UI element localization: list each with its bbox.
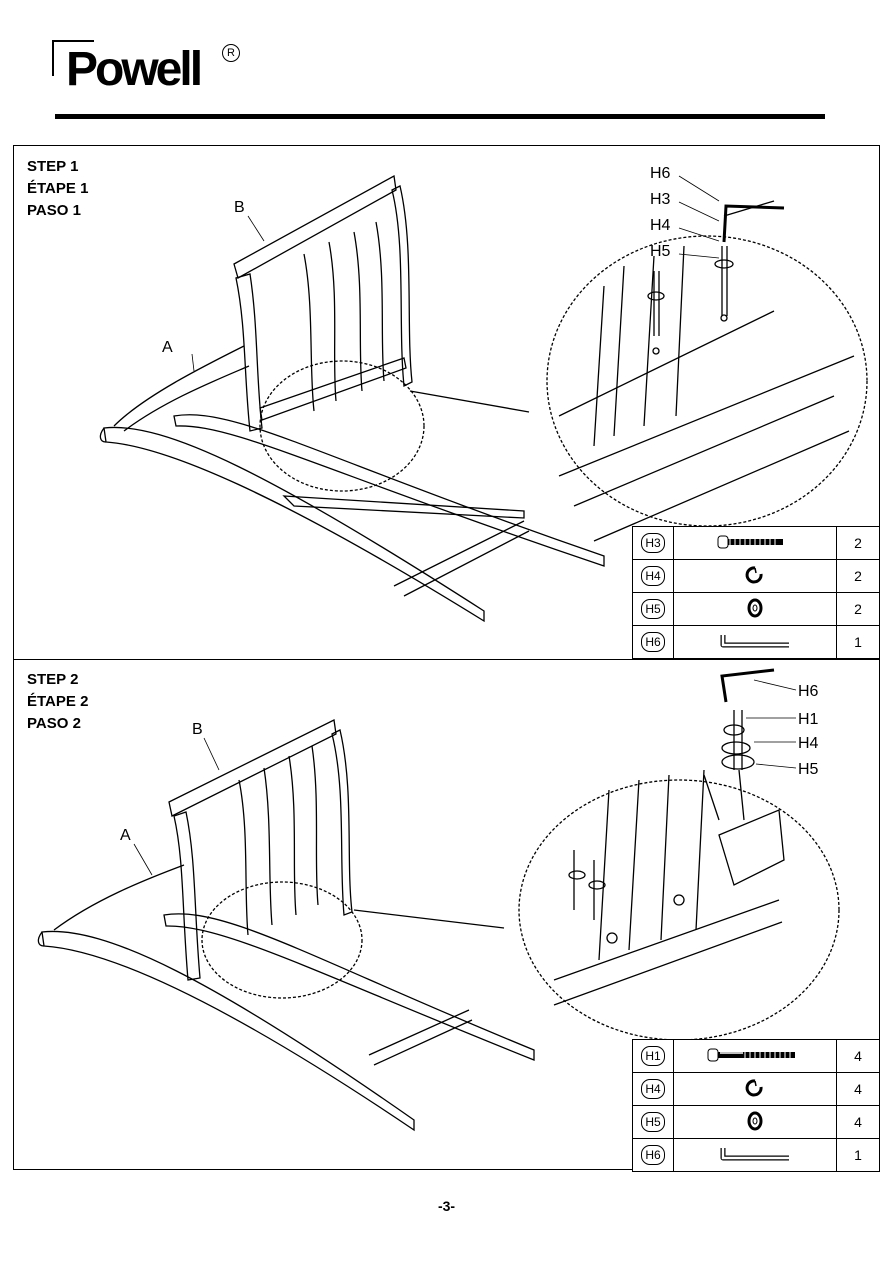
step2-label-b: B: [192, 721, 203, 738]
step2-part-row: H6 1: [632, 1138, 880, 1172]
part-code: H4: [641, 1079, 665, 1099]
step2-backrest-top: [168, 719, 337, 817]
step1-label-a: A: [162, 339, 173, 356]
registered-mark: R: [222, 44, 240, 62]
part-qty: 4: [836, 1072, 880, 1106]
step2-side-rail: [41, 930, 415, 1132]
logo-text: Powell: [66, 43, 203, 96]
long-bolt-icon: [673, 1039, 837, 1073]
step1-label-h5: H5: [650, 243, 671, 260]
step2-detail-view: [518, 779, 840, 1041]
step-divider: [13, 659, 880, 660]
part-qty: 1: [836, 1138, 880, 1172]
step1-label-h6: H6: [650, 165, 671, 182]
step1-assembly-drawing: B A H6 H3 H4 H5: [99, 165, 868, 623]
step2-label-h5: H5: [798, 761, 819, 778]
part-code: H6: [641, 632, 665, 652]
allen-key-icon: [673, 625, 837, 659]
step2-title: STEP 2 ÉTAPE 2 PASO 2: [27, 669, 88, 735]
step2-rear-rail: [163, 913, 535, 1061]
logo-box-shape: [52, 40, 94, 76]
lock-washer-icon: [673, 559, 837, 593]
bolt-icon: [673, 526, 837, 560]
brand-logo: Powell R: [52, 40, 242, 100]
part-code: H3: [641, 533, 665, 553]
part-code: H6: [641, 1145, 665, 1165]
step1-title-fr: ÉTAPE 1: [27, 180, 89, 197]
step1-detail-view: [546, 235, 868, 527]
part-code: H4: [641, 566, 665, 586]
part-code: H5: [641, 599, 665, 619]
step1-rear-rail: [173, 414, 605, 567]
flat-washer-icon: [673, 1105, 837, 1139]
step1-title: STEP 1 ÉTAPE 1 PASO 1: [27, 156, 88, 222]
part-qty: 1: [836, 625, 880, 659]
step1-parts-table: H3 2 H4 2 H5 2 H6 1: [632, 526, 880, 659]
step1-title-es: PASO 1: [27, 202, 81, 219]
part-qty: 4: [836, 1039, 880, 1073]
step2-back-post-right: [331, 729, 353, 916]
part-code: H5: [641, 1112, 665, 1132]
step1-back-post-left: [235, 273, 263, 432]
step2-parts-table: H1 4 H4 4 H5 4 H6 1: [632, 1039, 880, 1172]
step2-back-post-left: [173, 811, 201, 981]
step2-title-es: PASO 2: [27, 715, 81, 732]
step2-label-h6: H6: [798, 683, 819, 700]
step2-label-h4: H4: [798, 735, 819, 752]
step2-label-h1: H1: [798, 711, 819, 728]
step1-backrest-top: [233, 174, 397, 279]
step1-side-rail: [103, 426, 485, 623]
step1-back-rail: [259, 357, 407, 421]
lock-washer-icon: [673, 1072, 837, 1106]
page-number: -3-: [437, 1198, 456, 1214]
step1-label-h4: H4: [650, 217, 671, 234]
step1-stretcher-1: [282, 495, 525, 519]
step1-part-row: H4 2: [632, 559, 880, 593]
part-qty: 2: [836, 592, 880, 626]
step1-label-h3: H3: [650, 191, 671, 208]
step2-part-row: H1 4: [632, 1039, 880, 1073]
step2-corner-bracket: [718, 809, 785, 886]
step2-part-row: H4 4: [632, 1072, 880, 1106]
step1-part-row: H5 2: [632, 592, 880, 626]
step1-label-b: B: [234, 199, 245, 216]
header-rule: [55, 114, 825, 119]
step2-title-fr: ÉTAPE 2: [27, 693, 89, 710]
allen-key-icon: [673, 1138, 837, 1172]
part-qty: 4: [836, 1105, 880, 1139]
step2-assembly-drawing: B A H6 H1 H4 H5: [37, 668, 840, 1132]
step1-part-row: H3 2: [632, 526, 880, 560]
part-qty: 2: [836, 526, 880, 560]
step2-title-en: STEP 2: [27, 671, 79, 688]
flat-washer-icon: [673, 592, 837, 626]
step1-back-post-right: [391, 185, 413, 388]
step2-part-row: H5 4: [632, 1105, 880, 1139]
part-qty: 2: [836, 559, 880, 593]
step1-part-row: H6 1: [632, 625, 880, 659]
step2-stretcher: [368, 1009, 473, 1066]
step1-detail-marker: [259, 360, 425, 492]
part-code: H1: [641, 1046, 665, 1066]
step1-title-en: STEP 1: [27, 158, 79, 175]
step2-label-a: A: [120, 827, 131, 844]
step2-detail-marker: [201, 881, 363, 999]
